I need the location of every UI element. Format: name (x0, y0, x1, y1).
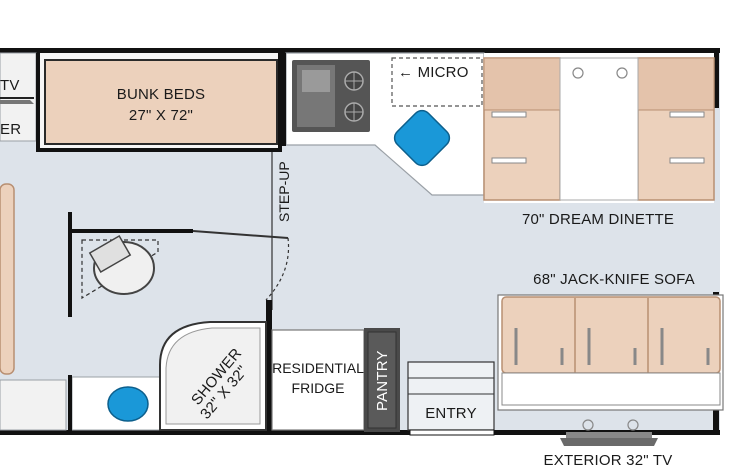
bath-door-swing (192, 230, 289, 239)
bathroom-sink-icon (107, 386, 149, 422)
bath-wall-mid (266, 300, 272, 430)
residential-fridge (271, 329, 365, 431)
left-cabinet: TV ER (0, 52, 37, 142)
left-cabinet-bottom (0, 379, 67, 431)
step-up-label: STEP-UP (276, 161, 292, 222)
top-wall (0, 48, 720, 53)
cabinet-wall (36, 53, 40, 151)
micro-label: ← MICRO (398, 64, 469, 81)
left-bed-edge (0, 183, 15, 375)
fridge-label-1: RESIDENTIAL (272, 360, 364, 376)
partial-left-label: ER (0, 121, 21, 138)
right-wall-top (713, 48, 719, 108)
bunk-right-wall (278, 53, 282, 152)
sofa-label: 68" JACK-KNIFE SOFA (533, 271, 695, 288)
exterior-tv-label: EXTERIOR 32" TV (544, 452, 673, 469)
shower (159, 321, 267, 431)
bottom-wall (0, 430, 505, 435)
counter-wall (282, 53, 286, 146)
entry-steps (407, 361, 495, 431)
tv-icon (0, 100, 34, 104)
tv-icon (560, 419, 658, 446)
dinette-label: 70" DREAM DINETTE (522, 211, 674, 228)
bunk-size-label: 27" X 72" (129, 107, 193, 124)
tv-top-label: TV (0, 77, 20, 94)
stove-icon (292, 60, 370, 132)
entry-gap (409, 429, 495, 436)
fridge-label-2: FRIDGE (292, 380, 345, 396)
dream-dinette (483, 53, 715, 203)
pantry-label: PANTRY (374, 350, 391, 411)
entry-label: ENTRY (425, 405, 477, 422)
toilet-icon (81, 234, 159, 300)
bath-wall-left (68, 212, 72, 317)
bath-door-arc (265, 237, 290, 301)
jackknife-sofa (497, 294, 724, 411)
micro-zone (391, 57, 483, 107)
bath-cabinet-wall (68, 375, 72, 433)
bunk-mattress (44, 59, 278, 145)
bath-wall-top (68, 229, 193, 233)
bunk-bottom-wall (36, 148, 282, 152)
dinette-table (559, 57, 639, 201)
bunk-beds-label: BUNK BEDS (117, 86, 206, 103)
sink-icon (393, 109, 451, 167)
